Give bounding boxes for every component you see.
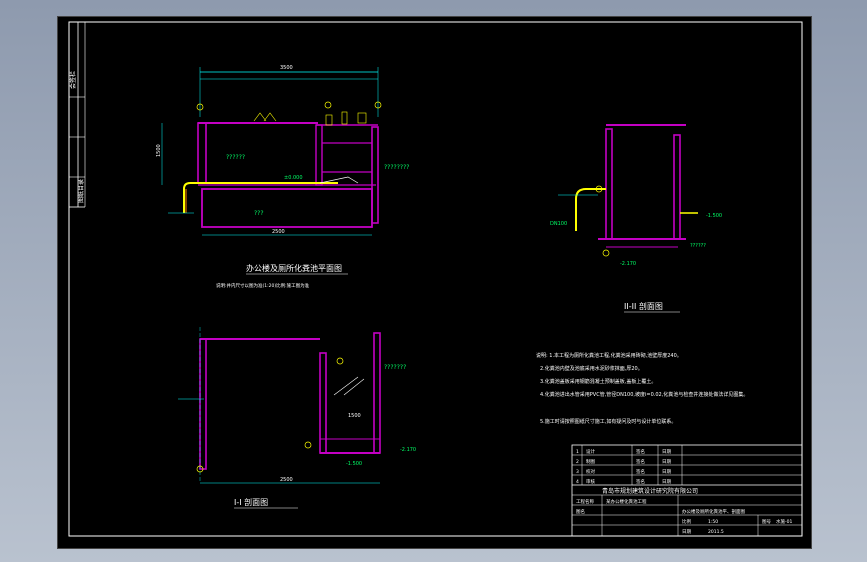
sec1-level-b: -2.170 <box>400 447 416 453</box>
plan-left-dim: 1500 <box>156 144 162 157</box>
date-label: 日期 <box>682 529 691 535</box>
rev-date-2: 日期 <box>662 459 671 465</box>
cad-drawing: 会签栏 图纸目录 3500 <box>68 21 803 537</box>
date-value: 2011.5 <box>708 529 724 535</box>
section-i-drawing: 2500 1500 ??????? -1.500 -2.170 I-I 剖面图 <box>178 327 416 509</box>
drawing-label: 图名 <box>576 508 585 515</box>
notes-block: 说明: 1.本工程为厕所化粪池工程,化粪池采用砖砌,池壁厚度240。 2.化粪池… <box>536 352 748 425</box>
plan-room-label: ?????? <box>226 154 245 161</box>
sec2-lower-label: ?????? <box>690 243 706 249</box>
rev-item-1: 设计 <box>586 448 595 455</box>
plan-pool-label: ??? <box>254 210 264 217</box>
strip-label-bottom: 图纸目录 <box>77 179 85 203</box>
note-line-2: 2.化粪池内壁及池底采用水泥砂浆抹面,厚20。 <box>540 365 643 372</box>
rev-date-3: 日期 <box>662 469 671 475</box>
sheet-label: 图号 <box>762 519 771 525</box>
sec1-right-dim: 1500 <box>348 413 361 419</box>
note-line-3: 3.化粪池盖板采用钢筋混凝土预制盖板,盖板上覆土。 <box>540 378 656 385</box>
sheet-frame <box>68 21 803 537</box>
rev-by-4: 签名 <box>636 478 645 485</box>
rev-no-2: 2 <box>576 459 579 465</box>
section-ii-drawing: DN100 -1.500 ?????? -2.170 II-II 剖面图 <box>550 124 722 313</box>
sec1-bottom-dim: 2500 <box>280 477 293 483</box>
section-i-title: I-I 剖面图 <box>234 497 268 507</box>
sec2-level-b: -2.170 <box>620 261 636 267</box>
rev-no-3: 3 <box>576 469 579 475</box>
rev-date-1: 日期 <box>662 449 671 455</box>
note-line-1: 说明: 1.本工程为厕所化粪池工程,化粪池采用砖砌,池壁厚度240。 <box>536 352 682 359</box>
drawing-sheet: 会签栏 图纸目录 3500 <box>57 16 812 549</box>
note-line-5: 5.施工时请按照图纸尺寸施工,如有疑问及时与设计单位联系。 <box>540 418 676 425</box>
strip-label-top: 会签栏 <box>69 71 77 89</box>
sec1-side-label: ??????? <box>384 364 406 371</box>
plan-elevation: ±0.000 <box>284 175 303 181</box>
rev-by-2: 签名 <box>636 458 645 465</box>
scale-label: 比例 <box>682 518 691 525</box>
rev-item-2: 制图 <box>586 458 595 465</box>
title-block: 1 设计 签名 日期 2 制图 签名 日期 3 校对 签名 日期 4 审核 签名… <box>571 444 803 537</box>
company-name: 青岛市规划建筑设计研究院有限公司 <box>602 487 698 495</box>
drawing-name: 办公楼及厕所化粪池平、剖面图 <box>682 508 745 515</box>
plan-drawing: 3500 1500 2500 ?????? ?? <box>156 65 409 289</box>
rev-by-3: 签名 <box>636 468 645 475</box>
project-label: 工程名称 <box>576 498 594 505</box>
left-strip: 会签栏 图纸目录 <box>69 22 86 208</box>
plan-top-dim: 3500 <box>280 65 293 71</box>
sec1-level-a: -1.500 <box>346 461 362 467</box>
sheet-value: 水施-01 <box>776 518 792 525</box>
plan-title: 办公楼及厕所化粪池平面图 <box>246 263 342 273</box>
note-line-4: 4.化粪池进出水管采用PVC管,管径DN100,坡度i=0.02,化粪池与检查井… <box>540 391 748 398</box>
plan-bottom-dim: 2500 <box>272 229 285 235</box>
rev-by-1: 签名 <box>636 448 645 455</box>
rev-item-4: 审核 <box>586 478 595 485</box>
scale-value: 1:50 <box>708 519 718 525</box>
sec2-level-a: -1.500 <box>706 213 722 219</box>
rev-no-1: 1 <box>576 449 579 455</box>
plan-note: 说明:井内尺寸以图为准(1:20)比例:施工图为准 <box>216 282 310 289</box>
project-name: 某办公楼化粪池工程 <box>606 498 647 505</box>
sec2-pipe: DN100 <box>550 221 567 227</box>
section-ii-title: II-II 剖面图 <box>624 301 663 311</box>
rev-no-4: 4 <box>576 479 579 485</box>
rev-date-4: 日期 <box>662 479 671 485</box>
rev-item-3: 校对 <box>586 468 595 475</box>
plan-side-label: ???????? <box>384 164 409 171</box>
